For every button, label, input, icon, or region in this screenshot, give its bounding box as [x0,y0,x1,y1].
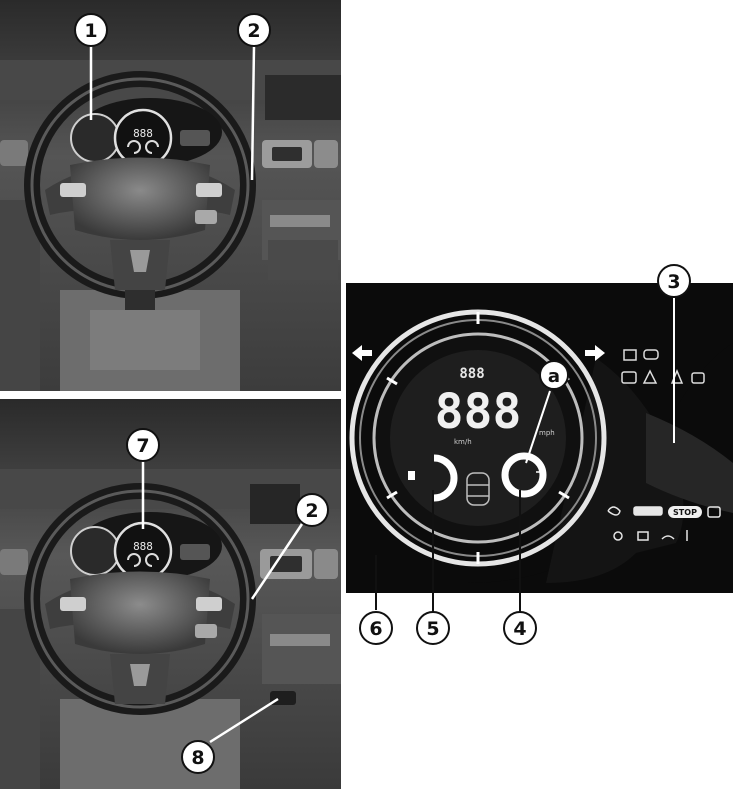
mini-cluster-digits-bottom: 888 [133,540,153,553]
engine-icon [621,371,637,384]
callout-8: 8 [191,747,204,769]
speed-unit-kmh: km/h [454,438,472,446]
callout-4: 4 [513,618,526,640]
callout-6: 6 [369,618,382,640]
mini-cluster-digits-top: 888 [133,127,153,140]
seat-belt-icon [623,349,637,361]
brake-icon [707,506,721,518]
callouts-bottom: 7 2 8 [126,428,329,774]
callout-3: 3 [667,271,680,293]
car-top-view-icon [466,472,490,506]
left-turn-signal-icon [352,345,372,361]
speed-digits: 888 [435,384,522,440]
fuel-pump-icon [408,471,415,480]
dashboard-photo-bottom: 888 7 2 8 [0,399,341,789]
fuel-gauge [433,454,458,502]
callout-1: 1 [84,20,97,42]
airbag-icon [613,531,623,541]
instrument-cluster-drawing: 888 888 km/h mph [346,283,733,583]
wiper-icon [691,372,705,384]
esp-icon [642,369,658,384]
lights-icon [643,349,659,360]
instrument-cluster-detail: 888 888 km/h mph [346,283,733,593]
dashboard-photo-top: 888 1 2 [0,0,341,391]
callout-a: a [548,366,560,387]
coolant-temperature-icon [536,461,544,473]
speed-unit-mph: mph [539,429,555,437]
stop-warning-label: STOP [673,508,697,517]
callout-7: 7 [136,435,149,457]
trip-digits: 888 [459,366,484,382]
temperature-gauge [501,452,547,498]
right-turn-signal-icon [585,345,605,361]
dashboard-photo-top-drawing: 888 [0,0,341,391]
callout-2-bottom: 2 [305,500,318,522]
callouts-top: 1 2 [74,13,271,181]
dashboard-photo-bottom-drawing: 888 [0,399,341,789]
display-screen-3 [646,413,733,513]
battery-icon [637,531,649,541]
callout-5: 5 [426,618,439,640]
callout-2-top: 2 [247,20,260,42]
service-wrench-icon [633,506,663,516]
oil-pressure-icon [661,535,675,540]
oil-can-icon [607,506,621,516]
